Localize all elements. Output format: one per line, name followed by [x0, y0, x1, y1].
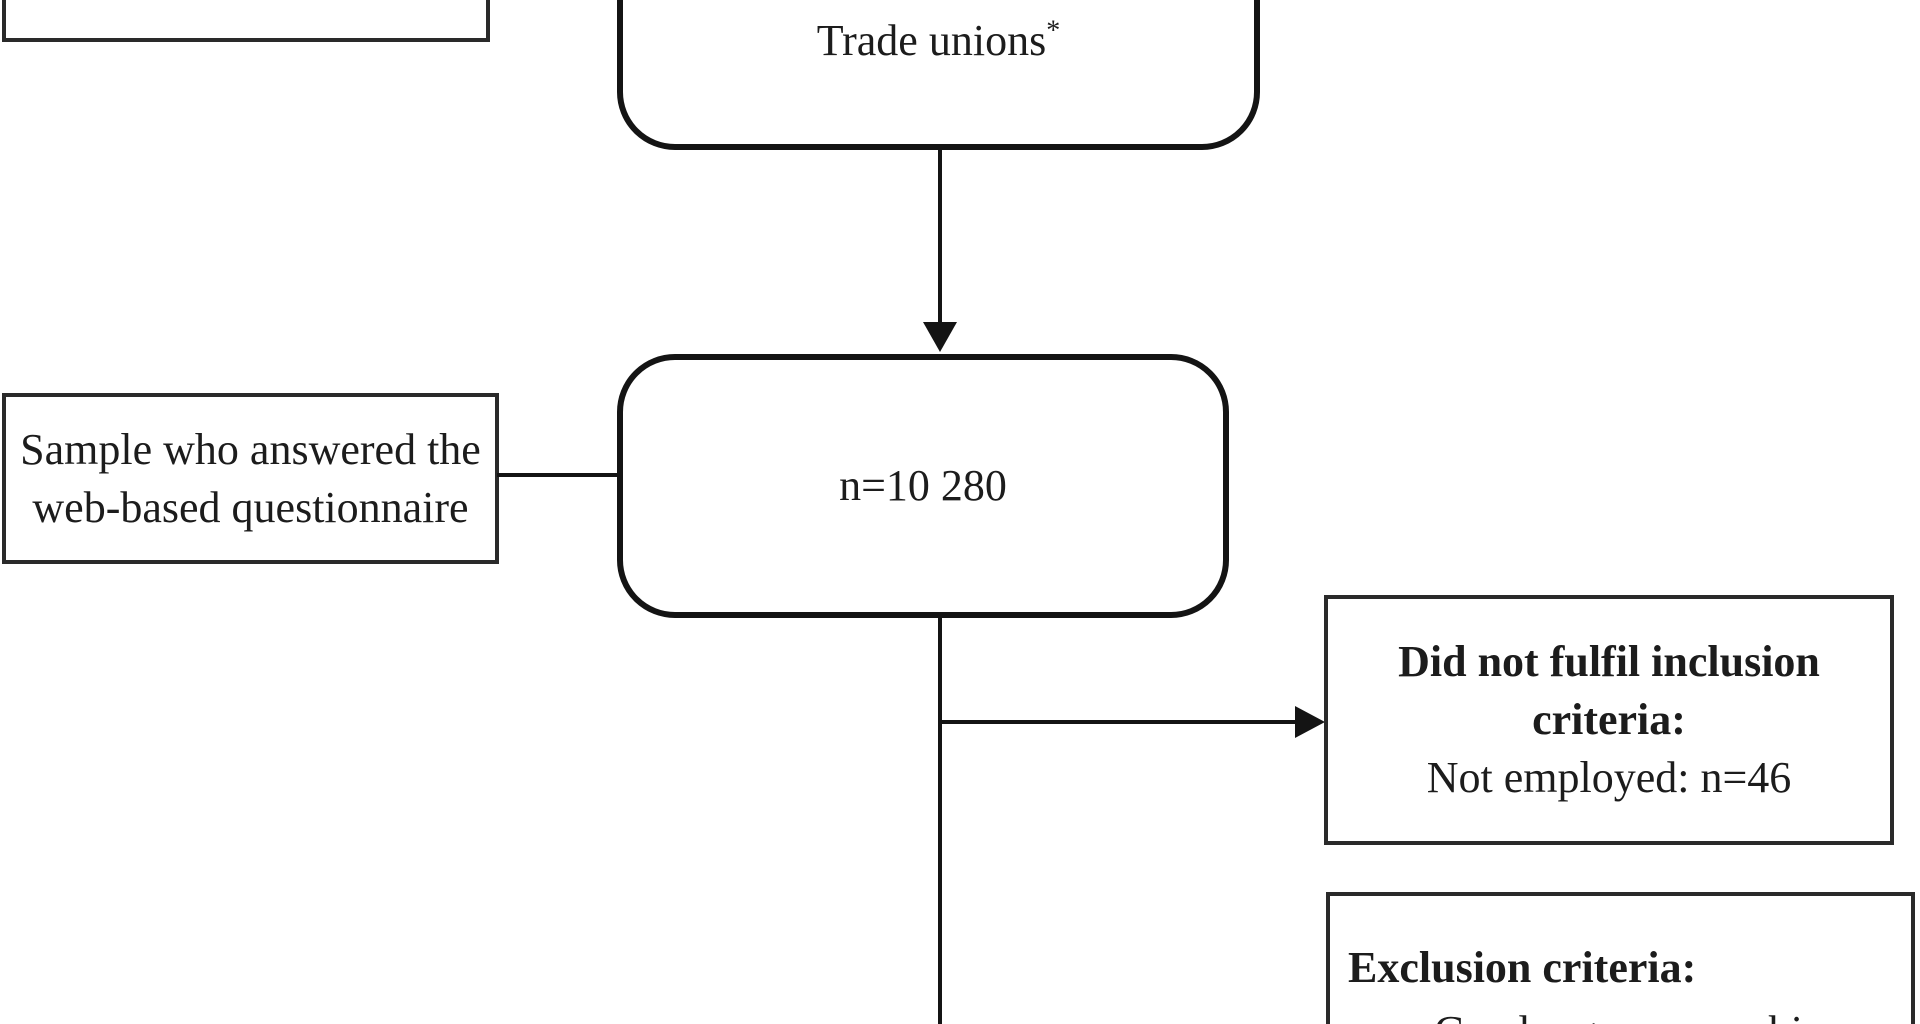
- flow-box-source-text: n=68 905 Trade unions*: [617, 0, 1260, 70]
- arrowhead-right-icon: [1295, 706, 1325, 738]
- connector-horizontal-right: [940, 720, 1296, 724]
- connector-vertical-bottom: [938, 616, 942, 1024]
- flow-box-exclusion-content: Exclusion criteria: Gender group non-bin…: [1326, 892, 1915, 1024]
- sample-label-line2: web-based questionnaire: [32, 482, 469, 532]
- footnote-asterisk: *: [1046, 15, 1061, 47]
- respondents-n-label: n=10 280: [839, 461, 1007, 510]
- flow-box-source: [617, 0, 1260, 150]
- flow-box-exclusion: [1326, 892, 1915, 1024]
- source-n-label: n=68 905: [617, 0, 1260, 12]
- flow-box-respondents: n=10 280: [617, 354, 1229, 618]
- source-population-label: Trade unions*: [816, 15, 1061, 65]
- exclusion-bullet-text: Gender group non-binary: [1434, 1004, 1881, 1024]
- connector-horizontal-left: [497, 473, 619, 477]
- flow-box-sample-label: Sample who answered the web-based questi…: [2, 393, 499, 564]
- arrowhead-down-icon: [923, 322, 957, 352]
- flow-box-top-left-partial: [2, 0, 490, 42]
- not-included-detail: Not employed: n=46: [1426, 753, 1792, 802]
- exclusion-bullet-row: Gender group non-binary: [1348, 1004, 1895, 1024]
- connector-vertical-top: [938, 150, 942, 328]
- sample-label-line1: Sample who answered the: [20, 424, 481, 474]
- flow-box-not-included: Did not fulfil inclusion criteria: Not e…: [1324, 595, 1894, 845]
- exclusion-heading: Exclusion criteria:: [1348, 943, 1697, 992]
- not-included-heading: Did not fulfil inclusion criteria:: [1398, 637, 1820, 744]
